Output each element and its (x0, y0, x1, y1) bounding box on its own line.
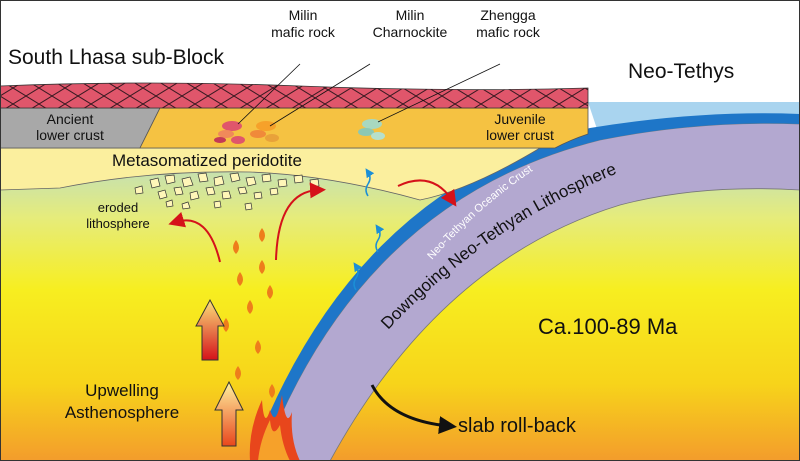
zhengga-mafic-intrusion (358, 119, 385, 140)
rollback-arrow (370, 384, 457, 435)
age-label: Ca.100-89 Ma (538, 314, 678, 339)
block-label: South Lhasa sub-Block (8, 46, 224, 69)
upwelling-label-1: Upwelling (85, 381, 159, 400)
milin-mafic-label-2: mafic rock (271, 24, 336, 40)
milin-charnockite-intrusion (250, 121, 279, 142)
oceanic-crust (250, 113, 800, 461)
milin-charnockite-label-2: Charnockite (373, 24, 448, 40)
zhengga-label-2: mafic rock (476, 24, 541, 40)
juvenile-crust-label-1: Juvenile (494, 111, 546, 127)
fluid-arrows (353, 168, 385, 291)
milin-mafic-label-1: Milin (289, 7, 318, 23)
upper-crust-hatch (0, 83, 588, 108)
zhengga-label-1: Zhengga (480, 7, 535, 23)
peridotite-label: Metasomatized peridotite (112, 151, 302, 170)
milin-mafic-intrusion (214, 121, 245, 144)
rollback-label: slab roll-back (458, 415, 577, 437)
sky (0, 0, 800, 86)
metasomatized-peridotite (0, 147, 542, 201)
eroded-label-1: eroded (98, 200, 138, 215)
convection-arrows (168, 179, 457, 263)
leader-lines (237, 63, 501, 127)
upwelling-label-2: Asthenosphere (65, 403, 179, 422)
melting-flames (249, 395, 300, 461)
upwelling-arrows (195, 298, 244, 447)
milin-charnockite-label-1: Milin (396, 7, 425, 23)
melt-droplets (223, 228, 275, 398)
juvenile-lower-crust (139, 107, 589, 149)
ancient-crust-label-1: Ancient (47, 111, 94, 127)
eroded-label-2: lithosphere (86, 216, 150, 231)
ancient-crust-label-2: lower crust (36, 127, 104, 143)
juvenile-crust-label-2: lower crust (486, 127, 554, 143)
ocean-label: Neo-Tethys (628, 60, 734, 83)
